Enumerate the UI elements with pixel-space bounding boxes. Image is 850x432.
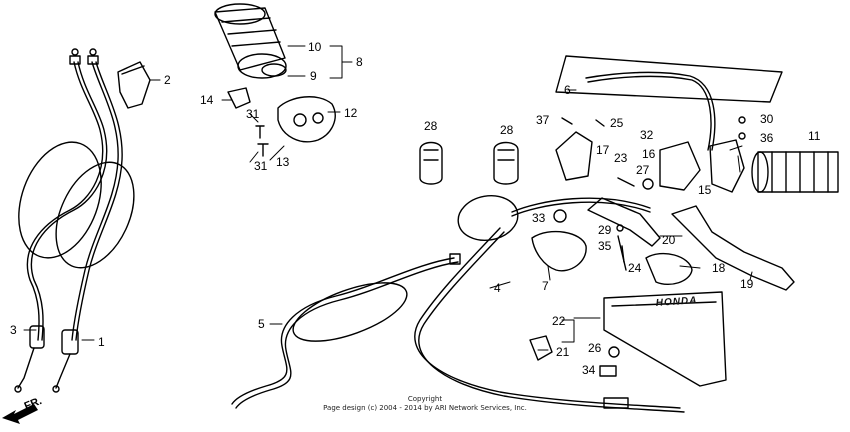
callout-27: 27 (636, 163, 650, 177)
callout-9: 9 (310, 69, 317, 83)
callout-20: 20 (662, 233, 676, 247)
callout-19: 19 (740, 277, 754, 291)
callout-34: 34 (582, 363, 596, 377)
callout-3: 3 (10, 323, 17, 337)
clutch-cable (555, 55, 783, 151)
hand-guard (529, 291, 727, 387)
small-fasteners (553, 116, 746, 263)
copyright-line-1: Copyright (408, 395, 442, 403)
front-arrow-icon (2, 404, 38, 424)
callout-15: 15 (698, 183, 712, 197)
front-label: FR. (23, 395, 44, 413)
callout-5: 5 (258, 317, 265, 331)
throttle-grip (214, 3, 287, 79)
decompressor-cable (231, 253, 461, 409)
callout-1: 1 (98, 335, 105, 349)
callout-17: 17 (596, 143, 610, 157)
callout-28b: 28 (500, 123, 514, 137)
callout-13: 13 (276, 155, 290, 169)
cable-cap (117, 61, 151, 109)
callout-32: 32 (640, 128, 654, 142)
callout-14: 14 (200, 93, 214, 107)
callout-11: 11 (808, 129, 821, 143)
callout-16: 16 (642, 147, 656, 161)
cable-clamps (419, 141, 519, 185)
callout-21: 21 (556, 345, 570, 359)
callout-8: 8 (356, 55, 363, 69)
callout-37: 37 (536, 113, 550, 127)
callout-22: 22 (552, 314, 566, 328)
callout-31b: 31 (254, 159, 268, 173)
callout-4: 4 (494, 281, 501, 295)
callout-30: 30 (760, 112, 774, 126)
guard-brand-text: HONDA (655, 295, 697, 309)
throttle-housing (227, 87, 336, 157)
callout-35: 35 (598, 239, 612, 253)
main-cable (414, 195, 685, 413)
throttle-cables (14, 48, 135, 393)
callout-31a: 31 (246, 107, 260, 121)
callout-33: 33 (532, 211, 546, 225)
callout-24: 24 (628, 261, 642, 275)
callout-28a: 28 (424, 119, 438, 133)
left-grip (751, 151, 839, 193)
callout-18: 18 (712, 261, 726, 275)
callout-12: 12 (344, 106, 358, 120)
lever-bracket (555, 117, 745, 193)
copyright-line-2: Page design (c) 2004 - 2014 by ARI Netwo… (323, 404, 527, 412)
callout-36: 36 (760, 131, 774, 145)
callout-23: 23 (614, 151, 628, 165)
leader-lines (23, 45, 753, 351)
callout-7: 7 (542, 279, 549, 293)
front-direction-indicator: FR. (2, 395, 44, 424)
clutch-lever (587, 197, 795, 291)
callout-29: 29 (598, 223, 612, 237)
callout-26: 26 (588, 341, 602, 355)
callout-25: 25 (610, 116, 624, 130)
lever-boots (531, 230, 693, 286)
callout-labels: 1 2 3 4 5 6 7 8 9 10 11 12 13 14 15 16 1… (10, 40, 821, 377)
callout-6: 6 (564, 83, 571, 97)
callout-10: 10 (308, 40, 322, 54)
callout-2: 2 (164, 73, 171, 87)
